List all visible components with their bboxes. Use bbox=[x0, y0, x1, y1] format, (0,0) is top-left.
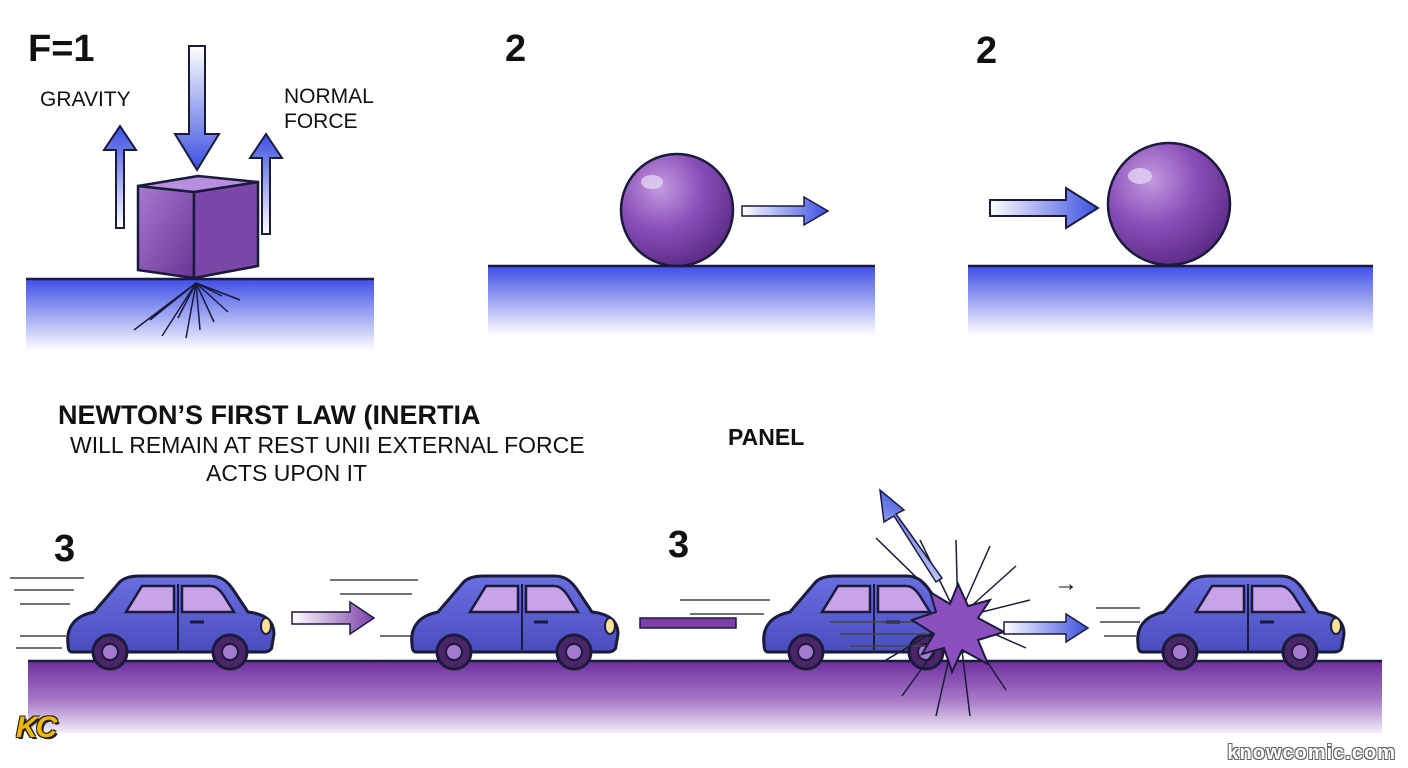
ball-motion-arrow bbox=[741, 195, 830, 227]
panel-label: PANEL bbox=[728, 424, 805, 450]
panel-2-ball-rolling bbox=[488, 152, 875, 336]
panel-2-number: 2 bbox=[505, 28, 527, 70]
gravity-arrow-up bbox=[102, 124, 138, 229]
downward-force-arrow bbox=[173, 45, 221, 172]
panel-1-ground bbox=[26, 279, 374, 351]
car-row-number-left: 3 bbox=[54, 528, 76, 570]
speed-lines-car-2 bbox=[330, 579, 418, 637]
panel-1-number: F=1 bbox=[28, 28, 95, 70]
car-4 bbox=[1136, 574, 1346, 671]
caption-line-1: WILL REMAIN AT REST UNII EXTERNAL FORCE bbox=[70, 432, 585, 458]
normal-force-label-line-1: NORMAL bbox=[284, 85, 374, 108]
panel-1-block-forces bbox=[26, 45, 374, 351]
road bbox=[28, 661, 1382, 733]
speed-lines-car-1 bbox=[10, 577, 84, 649]
purple-ball bbox=[619, 152, 735, 268]
car-motion-arrow-purple bbox=[291, 600, 376, 636]
deflection-arrow-diagonal bbox=[879, 488, 944, 584]
car-2 bbox=[410, 574, 620, 671]
kc-logo: KC bbox=[16, 711, 57, 744]
push-force-arrow bbox=[989, 186, 1100, 230]
gravity-label: GRAVITY bbox=[40, 88, 131, 111]
caption-title: NEWTON’S FIRST LAW (INERTIA bbox=[58, 400, 481, 430]
car-row bbox=[10, 488, 1382, 733]
panel-3-ball-pushed bbox=[968, 141, 1373, 336]
impact-small-arrow: → bbox=[1054, 570, 1078, 597]
panel-2-ground bbox=[488, 266, 875, 336]
impact-lines bbox=[133, 282, 241, 339]
purple-cube bbox=[136, 174, 260, 280]
speed-lines-car-3 bbox=[680, 599, 770, 615]
purple-ball bbox=[1106, 141, 1232, 267]
impact-burst bbox=[875, 537, 1031, 717]
speed-lines-car-4 bbox=[1096, 607, 1140, 637]
panel-3-ground bbox=[968, 266, 1373, 336]
car-row-number-right: 3 bbox=[668, 524, 690, 566]
car-1 bbox=[66, 574, 276, 671]
impact-force-arrow-right bbox=[1003, 612, 1090, 644]
watermark: knowcomic.com bbox=[1227, 742, 1396, 764]
normal-force-arrow-up bbox=[248, 132, 284, 235]
purple-bar bbox=[639, 617, 737, 629]
panel-3-number: 2 bbox=[976, 30, 998, 72]
caption-line-2: ACTS UPON IT bbox=[206, 460, 368, 486]
normal-force-label-line-2: FORCE bbox=[284, 110, 358, 133]
